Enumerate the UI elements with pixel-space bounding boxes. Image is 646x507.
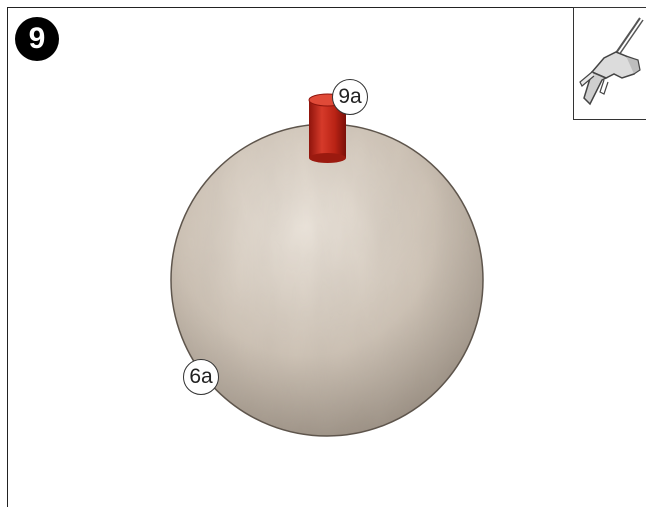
- assembly-scene: [0, 0, 646, 494]
- sphere-part: [171, 124, 483, 436]
- sphere-callout: 6a: [183, 359, 219, 395]
- peg-callout: 9a: [332, 79, 368, 115]
